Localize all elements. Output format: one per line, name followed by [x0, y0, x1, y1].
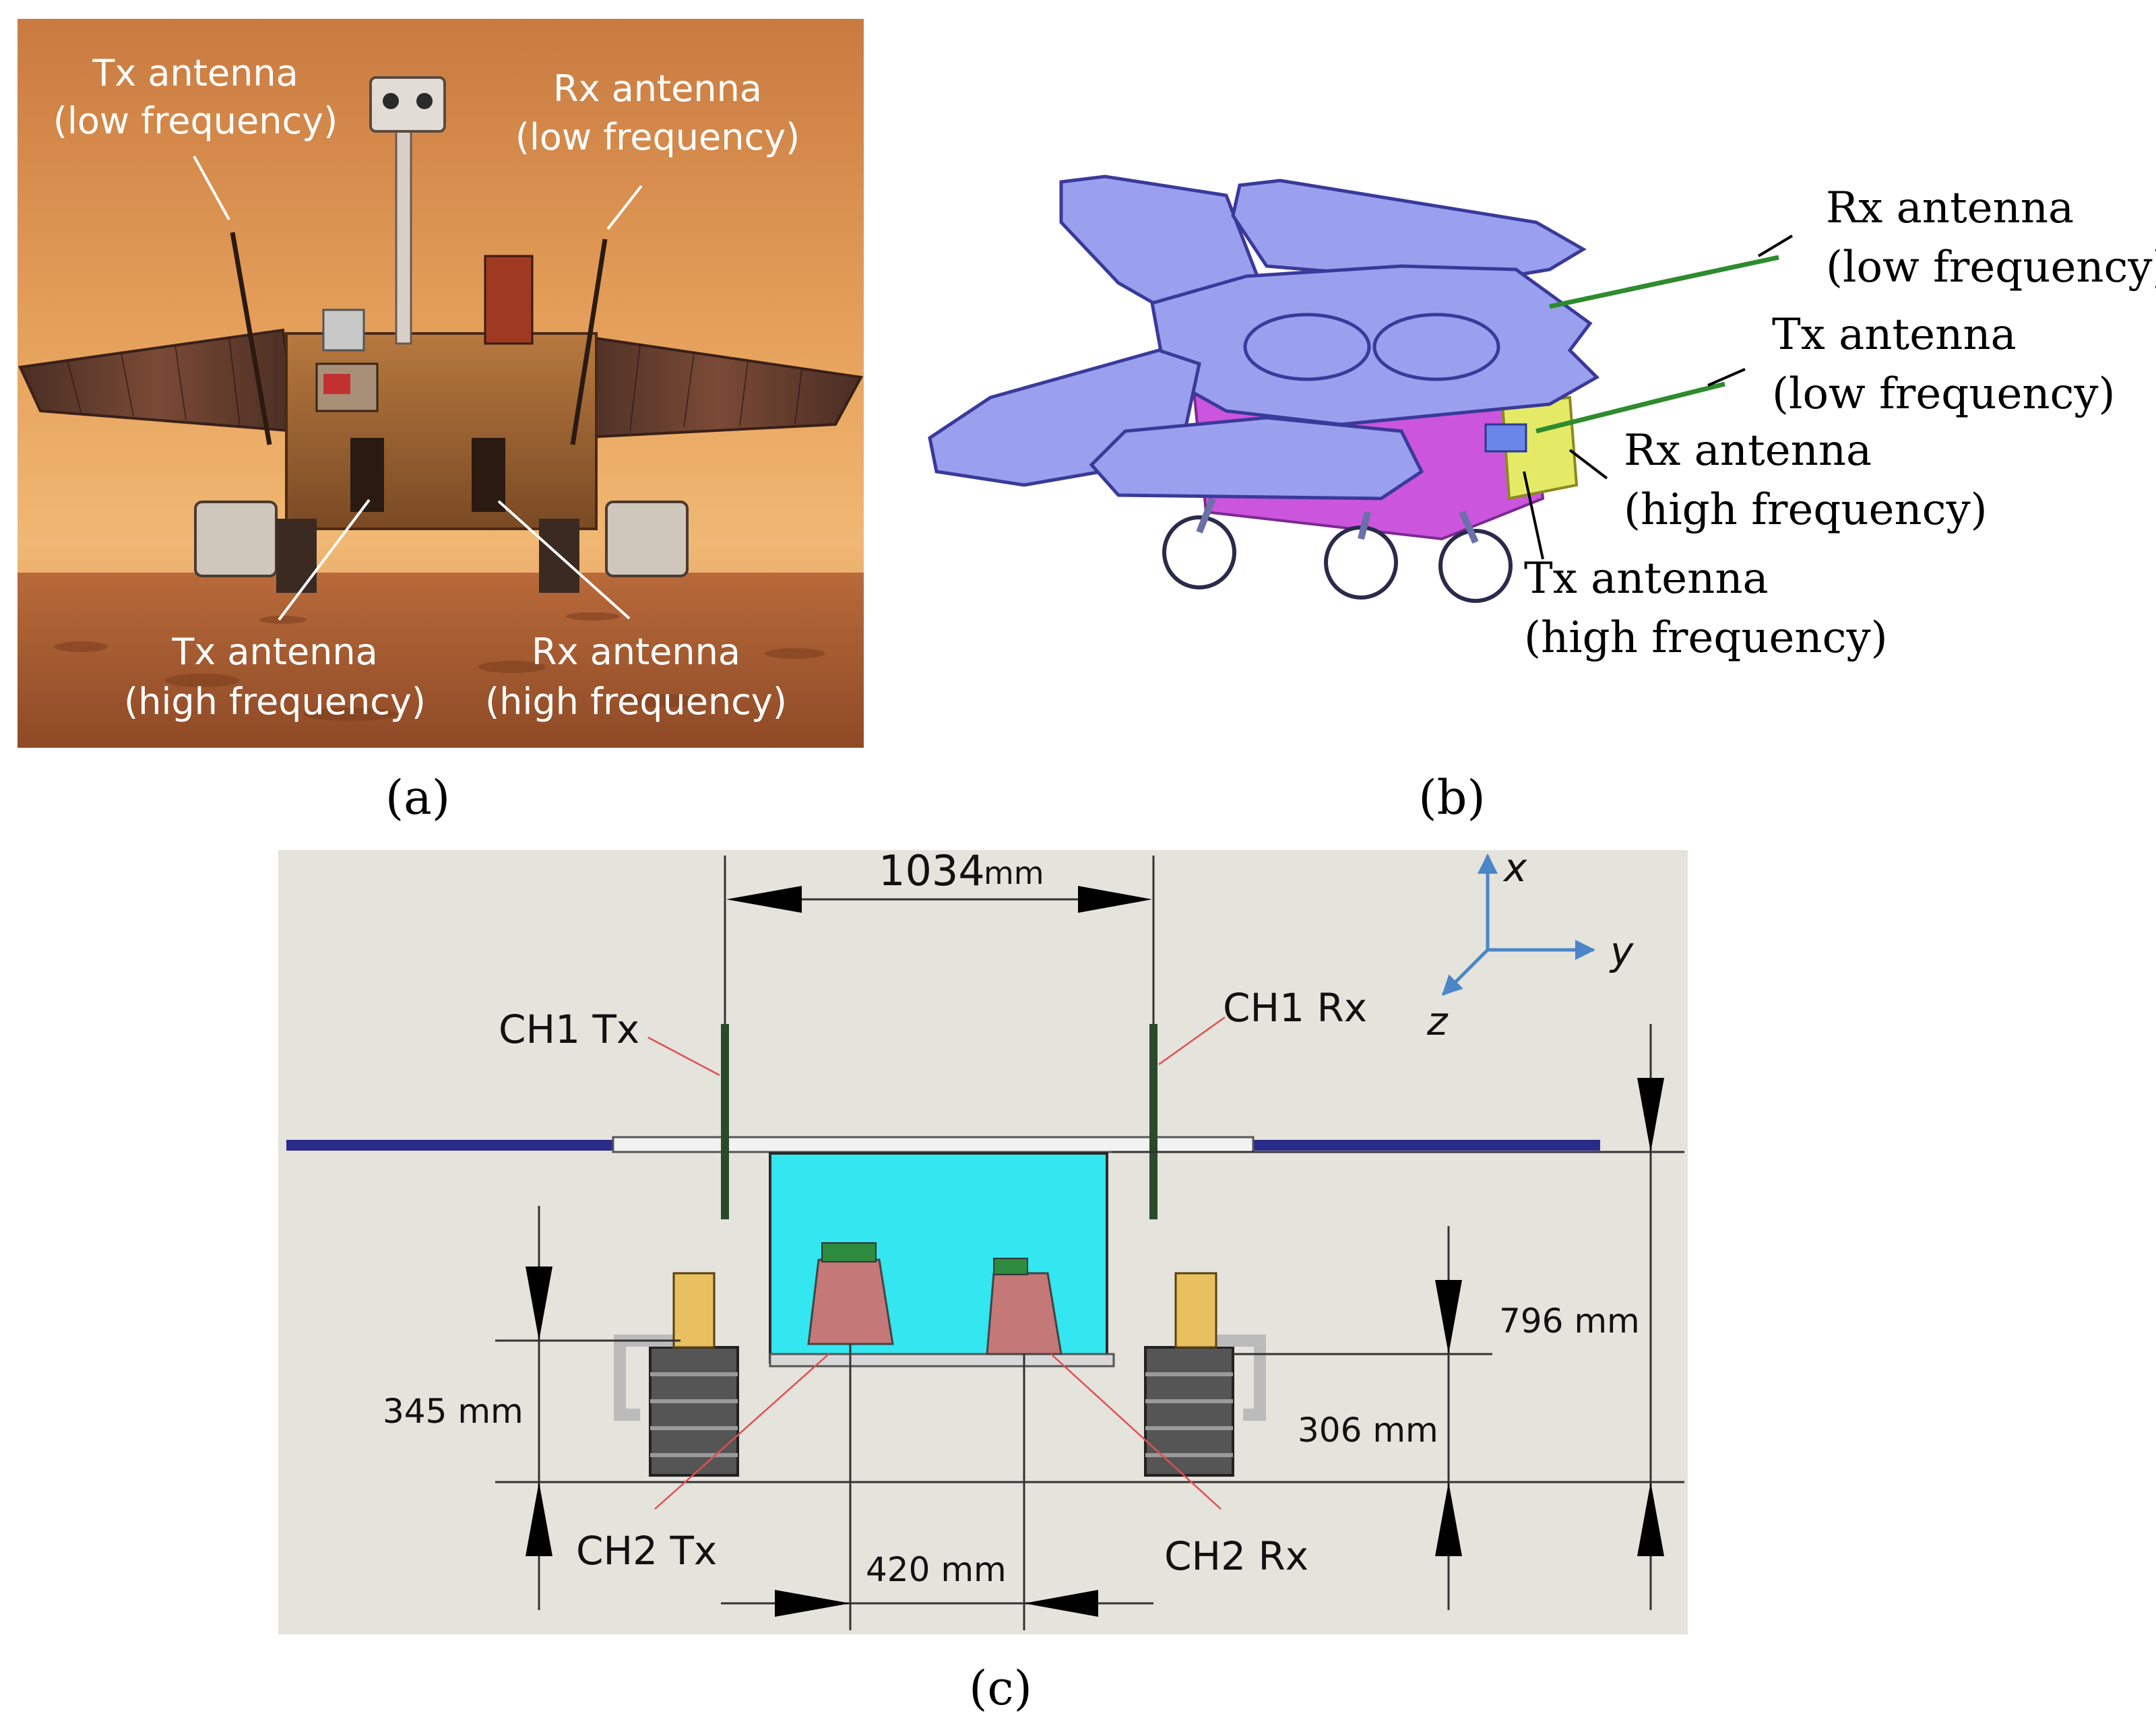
ch2-rx-antenna — [986, 1272, 1063, 1355]
label-b-tx-high-2: (high frequency) — [1524, 613, 1888, 663]
label-b-rx-high-2: (high frequency) — [1624, 485, 1988, 535]
tx-low-antenna-photo — [230, 232, 272, 445]
label-ch1-rx: CH1 Rx — [1223, 985, 1367, 1031]
panel-a-ground — [18, 573, 864, 748]
label-ch2-rx: CH2 Rx — [1164, 1533, 1308, 1579]
rover-mast-head — [369, 76, 446, 133]
ch2-tx-antenna — [807, 1258, 894, 1345]
panel-a: Tx antenna (low frequency) Rx antenna (l… — [18, 19, 864, 825]
rover-camera-box — [322, 309, 365, 352]
rx-low-antenna-photo — [570, 238, 608, 445]
dim-1034-value: 1034 — [879, 846, 985, 895]
caption-b: (b) — [1418, 770, 1485, 825]
label-a-rx-low-2: (low frequency) — [515, 116, 800, 158]
ground-texture — [54, 612, 825, 721]
camera-lens-left — [383, 93, 399, 109]
dimension-arrowheads — [526, 886, 1664, 1617]
label-a-rx-high-1: Rx antenna — [532, 631, 740, 673]
tx-high-antenna-model — [1484, 423, 1527, 453]
axis-x-label: x — [1502, 845, 1527, 891]
label-ch1-tx: CH1 Tx — [499, 1006, 639, 1052]
model-wheel-legs — [1196, 497, 1479, 544]
label-a-tx-low-2: (low frequency) — [53, 100, 338, 142]
dim-345: 345 mm — [383, 1392, 524, 1431]
rx-low-antenna-model — [1549, 255, 1779, 309]
panel-c: 1034 mm x y z CH1 Tx CH1 Rx CH2 Tx CH2 R… — [278, 845, 1688, 1716]
ch2-rx-mount — [993, 1258, 1028, 1275]
ch1-tx-antenna — [721, 1024, 729, 1219]
axis-z-label: z — [1426, 998, 1449, 1044]
axis-y-label: y — [1609, 928, 1634, 974]
tx-high-antenna-photo — [350, 438, 384, 512]
body-base — [769, 1353, 1115, 1368]
label-b-rx-low-2: (low frequency) — [1826, 243, 2156, 292]
rx-high-antenna-photo — [472, 438, 505, 512]
label-a-tx-high-1: Tx antenna — [171, 631, 377, 673]
dim-1034-unit: mm — [984, 855, 1044, 891]
rover-canister — [484, 255, 534, 345]
red-leader-lines — [647, 1016, 1226, 1510]
label-a-rx-low-1: Rx antenna — [553, 67, 762, 110]
solar-wings — [18, 328, 864, 440]
caption-c: (c) — [969, 1661, 1032, 1716]
rover-mast — [395, 127, 412, 345]
label-b-rx-high-1: Rx antenna — [1624, 426, 1872, 476]
panel-a-leader-lines — [193, 156, 643, 621]
dim-796: 796 mm — [1499, 1302, 1640, 1341]
model-deck-holes — [1243, 313, 1500, 381]
panel-b: Rx antenna (low frequency) Tx antenna (l… — [928, 174, 2156, 825]
label-b-tx-low-2: (low frequency) — [1772, 369, 2116, 419]
label-b-tx-high-1: Tx antenna — [1524, 554, 1769, 604]
label-b-rx-low-1: Rx antenna — [1826, 183, 2074, 233]
ch2-tx-mount — [821, 1242, 877, 1262]
label-b-tx-low-1: Tx antenna — [1772, 310, 2017, 360]
camera-lens-right — [416, 93, 433, 109]
label-a-rx-high-2: (high frequency) — [485, 680, 787, 723]
label-a-tx-high-2: (high frequency) — [124, 680, 426, 723]
flag-panel — [323, 374, 350, 394]
label-ch2-tx: CH2 Tx — [576, 1528, 717, 1574]
dim-420: 420 mm — [866, 1550, 1007, 1589]
tx-low-antenna-model — [1535, 381, 1725, 434]
panel-b-leader-lines — [1523, 234, 1794, 560]
axis-triad — [1441, 854, 1595, 996]
caption-a: (a) — [385, 770, 450, 825]
label-a-tx-low-1: Tx antenna — [92, 52, 298, 94]
dim-306: 306 mm — [1298, 1411, 1438, 1450]
ch1-rx-antenna — [1149, 1024, 1158, 1219]
